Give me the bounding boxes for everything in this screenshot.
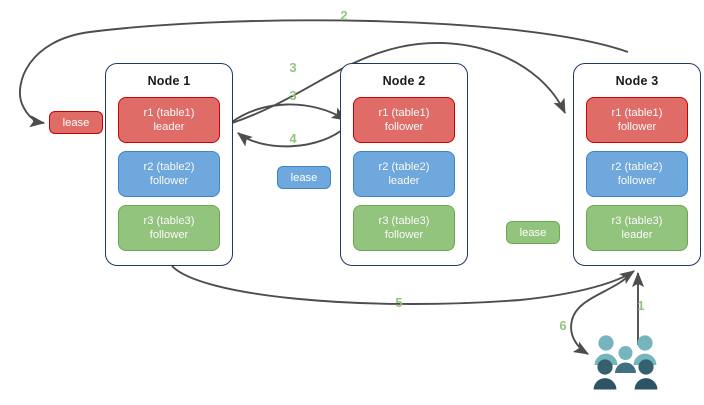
node-title-3: Node 3: [615, 74, 659, 88]
replica-node1-r1[interactable]: r1 (table1) leader: [118, 97, 220, 143]
replica-node3-r2[interactable]: r2 (table2) follower: [586, 151, 688, 197]
replica-role: leader: [153, 121, 185, 133]
replica-role: follower: [384, 121, 424, 133]
replica-role: follower: [149, 229, 189, 241]
replica-node3-r3[interactable]: r3 (table3) leader: [586, 205, 688, 251]
replica-node2-r2[interactable]: r2 (table2) leader: [353, 151, 455, 197]
replica-name: r3 (table3): [611, 215, 663, 227]
step-label-3b: 3: [289, 88, 297, 103]
replica-node1-r2[interactable]: r2 (table2) follower: [118, 151, 220, 197]
node-title-2: Node 2: [382, 74, 426, 88]
replica-role: follower: [617, 121, 657, 133]
step-label-1: 1: [637, 298, 645, 313]
step-label-5: 5: [395, 295, 403, 310]
replica-role: follower: [384, 229, 424, 241]
replica-node3-r1[interactable]: r1 (table1) follower: [586, 97, 688, 143]
edge-3-node1-to-node2: [231, 103, 347, 123]
step-label-4: 4: [289, 131, 297, 146]
node-box-2[interactable]: Node 2 r1 (table1) follower r2 (table2) …: [340, 63, 468, 266]
lease-chip-red[interactable]: lease: [49, 111, 103, 134]
replica-name: r2 (table2): [378, 161, 430, 173]
replica-role: leader: [388, 175, 420, 187]
replica-name: r1 (table1): [143, 107, 195, 119]
replica-role: follower: [149, 175, 189, 187]
replica-name: r1 (table1): [611, 107, 663, 119]
node-box-3[interactable]: Node 3 r1 (table1) follower r2 (table2) …: [573, 63, 701, 266]
replica-name: r2 (table2): [143, 161, 195, 173]
users-icon: [593, 335, 658, 390]
replica-name: r3 (table3): [143, 215, 195, 227]
step-label-3a: 3: [289, 60, 297, 75]
replica-role: leader: [621, 229, 653, 241]
replica-name: r1 (table1): [378, 107, 430, 119]
node-title-1: Node 1: [147, 74, 191, 88]
lease-chip-green[interactable]: lease: [506, 221, 560, 244]
replica-node2-r1[interactable]: r1 (table1) follower: [353, 97, 455, 143]
step-label-6: 6: [559, 318, 567, 333]
step-label-2: 2: [340, 8, 348, 23]
replica-node2-r3[interactable]: r3 (table3) follower: [353, 205, 455, 251]
replica-role: follower: [617, 175, 657, 187]
replica-node1-r3[interactable]: r3 (table3) follower: [118, 205, 220, 251]
node-box-1[interactable]: Node 1 r1 (table1) leader r2 (table2) fo…: [105, 63, 233, 266]
lease-chip-blue[interactable]: lease: [277, 166, 331, 189]
replica-name: r2 (table2): [611, 161, 663, 173]
replica-name: r3 (table3): [378, 215, 430, 227]
